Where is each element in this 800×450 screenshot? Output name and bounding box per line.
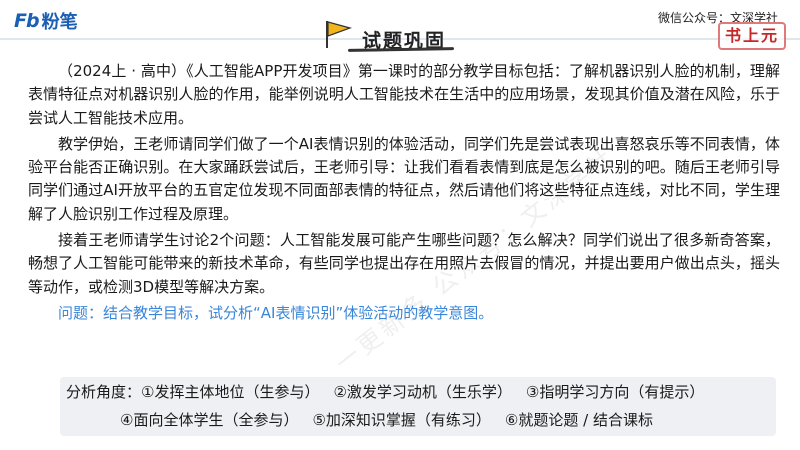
analysis-point: ①发挥主体地位（生参与） (141, 383, 320, 401)
logo-mark: Fb (14, 10, 40, 32)
analysis-point: ③指明学习方向（有提示） (525, 383, 705, 401)
logo-text: 粉笔 (41, 12, 78, 33)
author-stamp: 书上元 (718, 22, 786, 50)
paragraph-discussion: 接着王老师请学生讨论2个问题：人工智能发展可能产生哪些问题？怎么解决？同学们说出… (28, 231, 780, 296)
analysis-point: ④面向全体学生（全参与） (120, 411, 299, 429)
fenbi-logo: Fb 粉笔 (14, 8, 78, 34)
paragraph-activity: 教学伊始，王老师请同学们做了一个AI表情识别的体验活动，同学们先是尝试表现出喜怒… (28, 134, 780, 223)
wechat-account: 微信公众号：文深学社 (657, 11, 778, 25)
page-title: 试题巩固 (362, 30, 447, 52)
analysis-label: 分析角度： (66, 383, 142, 401)
question-prompt: 问题：结合教学目标，试分析“AI表情识别”体验活动的教学意图。 (58, 303, 494, 322)
analysis-point: ②激发学习动机（生乐学） (333, 383, 512, 401)
analysis-point: ⑤加深知识掌握（有练习） (312, 411, 491, 429)
analysis-row-1: 分析角度：①发挥主体地位（生参与） ②激发学习动机（生乐学） ③指明学习方向（有提示… (66, 380, 718, 405)
analysis-row-2: ④面向全体学生（全参与） ⑤加深知识掌握（有练习） ⑥就题论题 / 结合课标 (120, 408, 667, 433)
paragraph-goals: （2024上 · 高中）《人工智能APP开发项目》第一课时的部分教学目标包括：了… (28, 62, 780, 127)
flag-icon (326, 21, 352, 48)
header-divider (0, 38, 800, 40)
question-body: （2024上 · 高中）《人工智能APP开发项目》第一课时的部分教学目标包括：了… (28, 60, 780, 328)
analysis-box: 分析角度：①发挥主体地位（生参与） ②激发学习动机（生乐学） ③指明学习方向（有提示… (60, 377, 776, 436)
analysis-point: ⑥就题论题 / 结合课标 (504, 411, 653, 429)
